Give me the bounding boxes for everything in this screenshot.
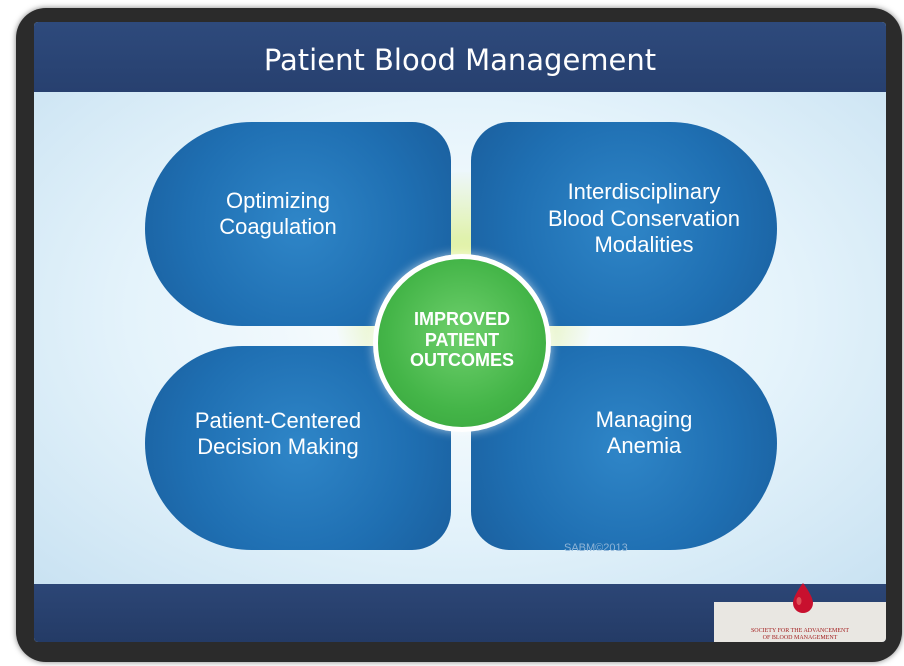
slide-title: Patient Blood Management bbox=[263, 43, 657, 77]
blood-drop-icon bbox=[793, 583, 813, 613]
header-bar bbox=[34, 22, 886, 92]
center-circle: IMPROVED PATIENT OUTCOMES bbox=[373, 254, 551, 432]
copyright-text: SABM©2013 bbox=[564, 542, 628, 554]
petal-label: Optimizing Coagulation bbox=[219, 187, 337, 239]
center-label: IMPROVED PATIENT OUTCOMES bbox=[409, 308, 514, 371]
petal-label: Interdisciplinary Blood Conservation Mod… bbox=[547, 179, 740, 258]
petal-label: Managing Anemia bbox=[595, 406, 693, 458]
petal-label: Patient-Centered Decision Making bbox=[194, 407, 362, 459]
slide: Patient Blood Management Optimizing Coag… bbox=[34, 22, 886, 642]
logo-text: SOCIETY FOR THE ADVANCEMENT OF BLOOD MAN… bbox=[750, 628, 850, 641]
